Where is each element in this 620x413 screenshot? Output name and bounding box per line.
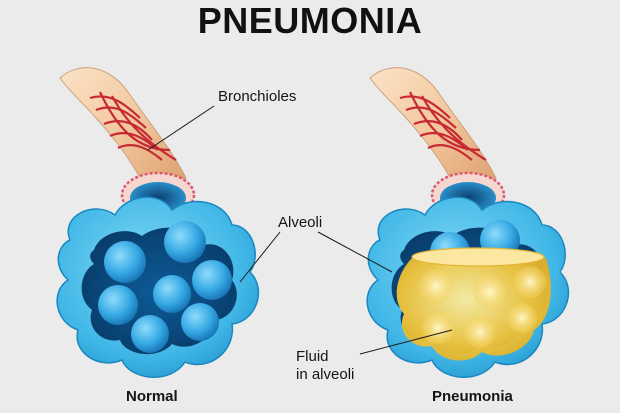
- blood-vessels-left: [89, 91, 177, 161]
- blood-vessels-right: [399, 91, 487, 161]
- label-fluid-line1: Fluid: [296, 348, 329, 365]
- leader-alveoli-left: [239, 231, 281, 283]
- normal-alveolus: [56, 67, 260, 378]
- fluid-surface: [411, 247, 545, 267]
- pneumonia-alveolus: [366, 67, 570, 378]
- caption-normal: Normal: [126, 388, 178, 405]
- caption-pneumonia: Pneumonia: [432, 388, 513, 405]
- label-bronchioles: Bronchioles: [218, 88, 297, 105]
- leader-lines: [147, 105, 453, 355]
- label-fluid-line2: in alveoli: [296, 366, 355, 383]
- leader-bronchioles: [147, 105, 215, 151]
- page-title: PNEUMONIA: [197, 0, 423, 41]
- leader-alveoli-right: [317, 231, 393, 273]
- label-alveoli: Alveoli: [278, 214, 323, 231]
- leader-fluid: [359, 329, 453, 355]
- alveolar-sacs-left: [98, 221, 232, 353]
